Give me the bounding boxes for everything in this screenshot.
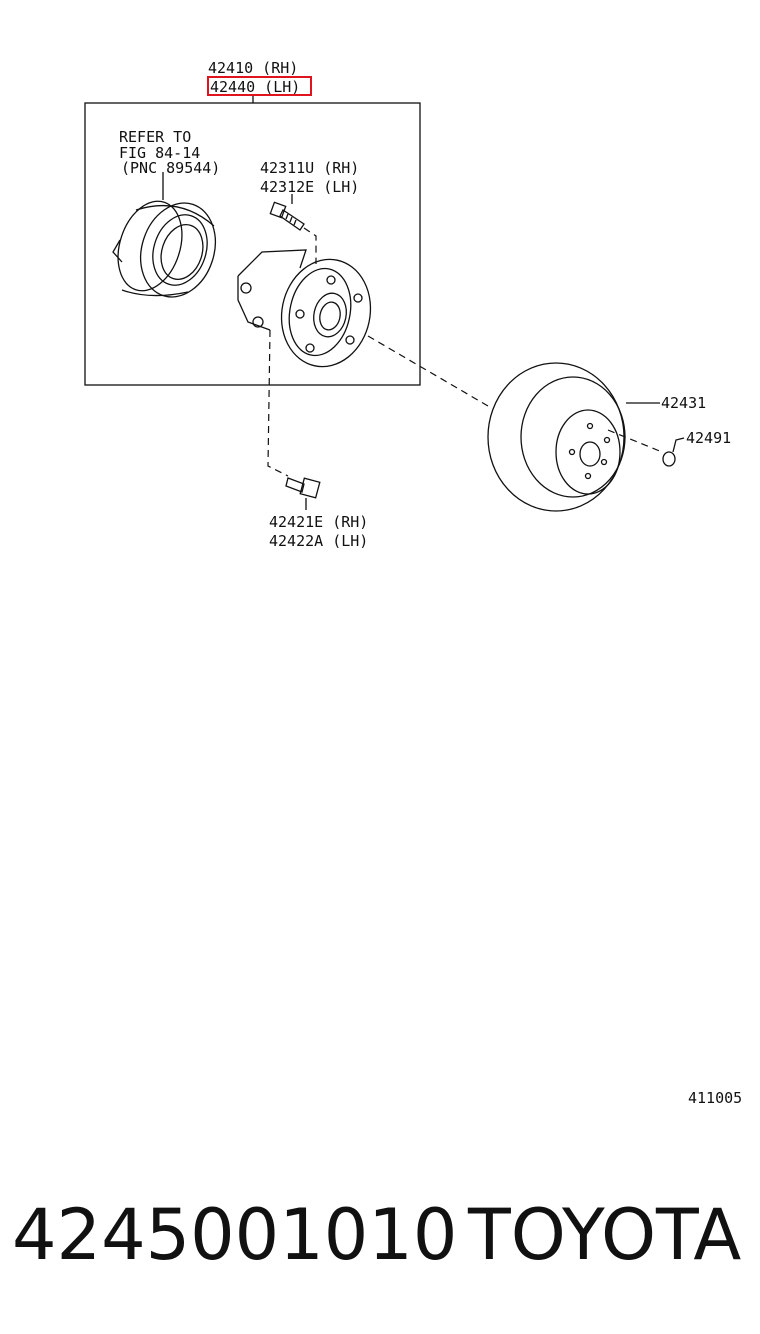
screw-label: 42491 bbox=[686, 429, 732, 447]
refer-label-line3: (PNC 89544) bbox=[121, 159, 221, 177]
bearing-illustration bbox=[112, 172, 216, 298]
footer: 4245001010 TOYOTA bbox=[0, 1190, 760, 1280]
stud-bolt-illustration bbox=[269, 194, 305, 231]
bolt-lh-label: 42422A (LH) bbox=[269, 532, 369, 550]
stud-lh-label: 42312E (LH) bbox=[260, 178, 360, 196]
hub-illustration bbox=[237, 249, 372, 368]
disc-dash-line bbox=[367, 335, 489, 407]
hub-bolt-illustration bbox=[285, 477, 321, 510]
brand-name: TOYOTA bbox=[468, 1194, 742, 1276]
selected-part-highlight bbox=[207, 76, 312, 96]
disc-illustration bbox=[487, 362, 660, 512]
screw-dash-line bbox=[607, 429, 663, 453]
stud-rh-label: 42311U (RH) bbox=[260, 159, 360, 177]
screw-illustration bbox=[662, 437, 685, 467]
assembly-lh-label[interactable]: 42440 (LH) bbox=[210, 78, 301, 96]
part-number: 4245001010 bbox=[12, 1194, 458, 1276]
refer-label-line1: REFER TO bbox=[119, 128, 192, 146]
refer-label-line2: FIG 84-14 bbox=[119, 144, 201, 162]
figure-number: 411005 bbox=[688, 1089, 743, 1107]
assembly-rh-label: 42410 (RH) bbox=[208, 59, 299, 77]
stud-dash-line bbox=[303, 227, 317, 264]
bolt-dash-line bbox=[267, 329, 289, 477]
disc-label: 42431 bbox=[661, 394, 707, 412]
bolt-rh-label: 42421E (RH) bbox=[269, 513, 369, 531]
